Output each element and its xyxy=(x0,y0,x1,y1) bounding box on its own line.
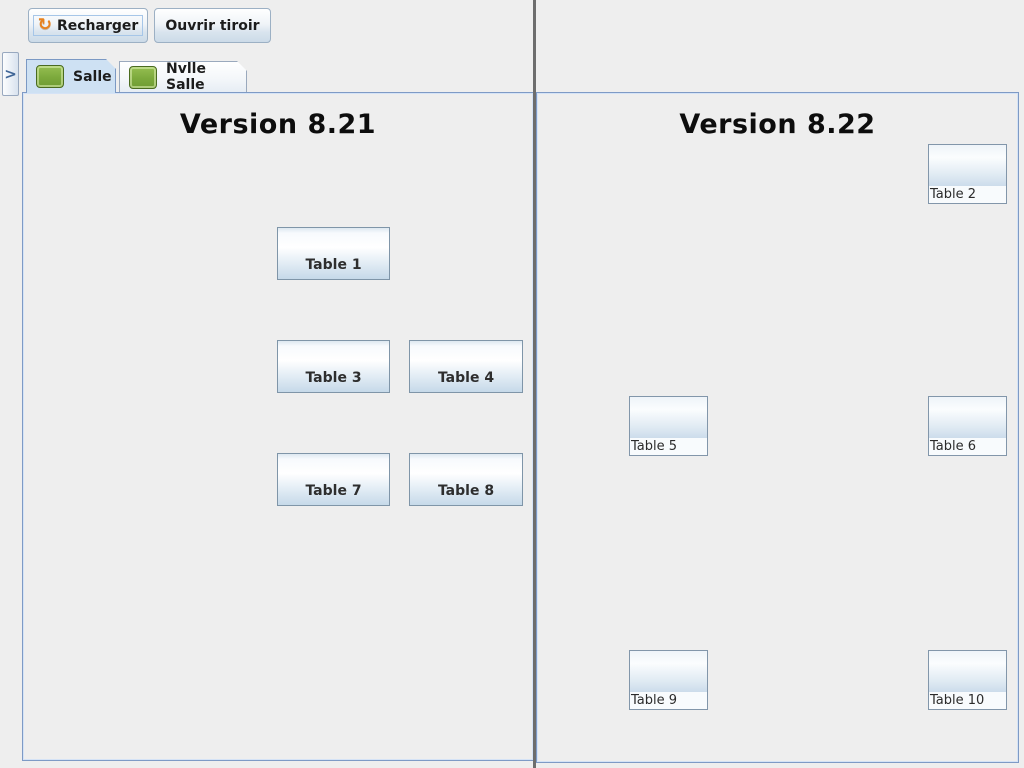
panel-title-821: Version 8.21 xyxy=(179,109,377,140)
table-button[interactable]: Table 4 xyxy=(409,340,523,393)
table-box[interactable]: Table 10 xyxy=(928,650,1007,710)
panel-version-821: Version 8.21 xyxy=(22,92,534,761)
table-surface xyxy=(630,397,707,438)
ouvrir-tiroir-button[interactable]: Ouvrir tiroir xyxy=(154,8,271,43)
table-surface xyxy=(929,651,1006,692)
table-green-icon xyxy=(129,66,157,89)
table-surface xyxy=(929,397,1006,438)
table-green-icon xyxy=(36,65,64,88)
table-label: Table 9 xyxy=(630,692,707,709)
tab-salle[interactable]: Salle xyxy=(26,59,116,93)
tab-nvlle-salle-label: Nvlle Salle xyxy=(166,61,206,93)
table-box[interactable]: Table 2 xyxy=(928,144,1007,204)
table-surface xyxy=(929,145,1006,186)
table-button[interactable]: Table 1 xyxy=(277,227,390,280)
table-label: Table 2 xyxy=(929,186,1006,203)
table-label: Table 10 xyxy=(929,692,1006,709)
table-button[interactable]: Table 7 xyxy=(277,453,390,506)
table-box[interactable]: Table 6 xyxy=(928,396,1007,456)
table-box[interactable]: Table 9 xyxy=(629,650,708,710)
table-label: Table 6 xyxy=(929,438,1006,455)
collapse-panel-toggle[interactable]: > xyxy=(2,52,19,96)
tab-nvlle-salle[interactable]: Nvlle Salle xyxy=(119,61,247,92)
recharger-button[interactable]: ↻ Recharger xyxy=(28,8,148,43)
ouvrir-tiroir-label: Ouvrir tiroir xyxy=(165,17,260,34)
table-button[interactable]: Table 3 xyxy=(277,340,390,393)
chevron-right-icon: > xyxy=(4,65,17,83)
table-button[interactable]: Table 8 xyxy=(409,453,523,506)
window-divider xyxy=(533,0,536,768)
panel-title-822: Version 8.22 xyxy=(679,109,876,140)
table-box[interactable]: Table 5 xyxy=(629,396,708,456)
recharger-label: Recharger xyxy=(56,17,139,34)
table-surface xyxy=(630,651,707,692)
tab-salle-label: Salle xyxy=(73,68,112,85)
button-focus-ring: ↻ Recharger xyxy=(32,15,144,36)
table-label: Table 5 xyxy=(630,438,707,455)
refresh-icon: ↻ xyxy=(37,15,52,35)
